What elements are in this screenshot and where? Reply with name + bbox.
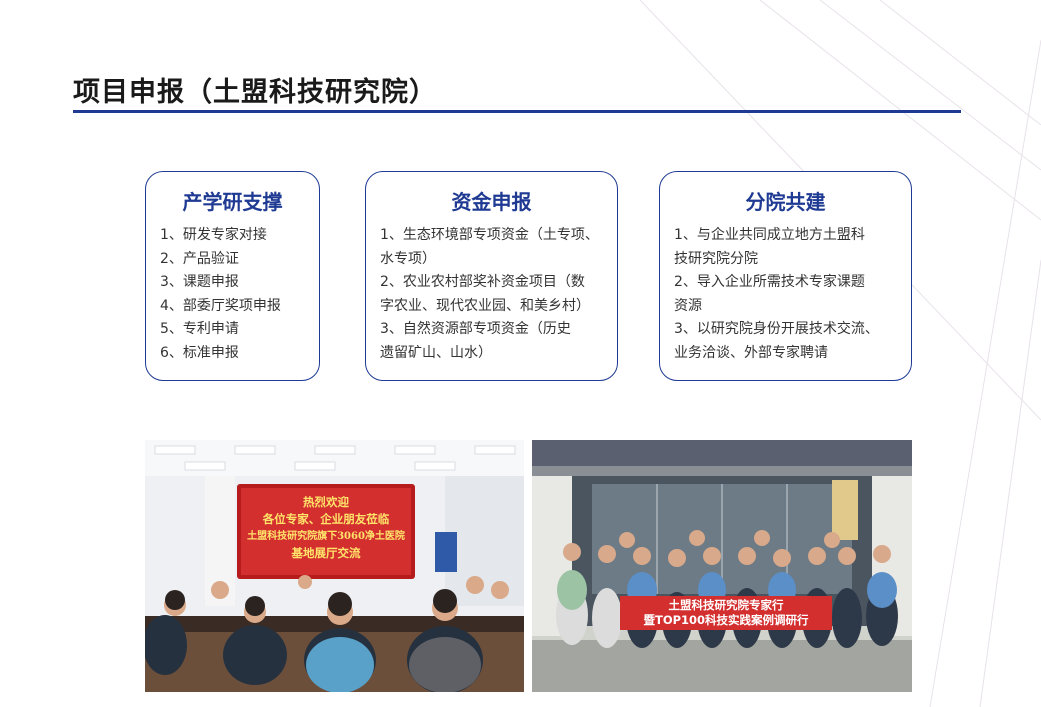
list-item: 5、专利申请 bbox=[160, 321, 239, 337]
list-item: 2、农业农村部奖补资金项目（数 bbox=[380, 274, 585, 290]
card-industry-research: 产学研支撑 1、研发专家对接 2、产品验证 3、课题申报 4、部委厅奖项申报 5… bbox=[145, 171, 320, 381]
card-funding-application: 资金申报 1、生态环境部专项资金（土专项、 水专项） 2、农业农村部奖补资金项目… bbox=[365, 171, 618, 381]
card-list: 1、研发专家对接 2、产品验证 3、课题申报 4、部委厅奖项申报 5、专利申请 … bbox=[146, 224, 319, 365]
card-title: 产学研支撑 bbox=[182, 190, 283, 214]
banner-line: 暨TOP100科技实践案例调研行 bbox=[643, 613, 809, 627]
card-title: 资金申报 bbox=[451, 190, 532, 214]
group-illustration bbox=[532, 440, 912, 692]
card-title: 分院共建 bbox=[745, 190, 826, 214]
group-photo: 土盟科技研究院专家行 暨TOP100科技实践案例调研行 bbox=[532, 440, 912, 692]
list-item: 字农业、现代农业园、和美乡村） bbox=[380, 297, 590, 314]
list-item: 4、部委厅奖项申报 bbox=[160, 297, 281, 314]
list-item: 水专项） bbox=[380, 250, 436, 267]
list-item: 3、自然资源部专项资金（历史 bbox=[380, 321, 571, 337]
list-item: 3、以研究院身份开展技术交流、 bbox=[674, 321, 879, 337]
list-item: 3、课题申报 bbox=[160, 274, 239, 290]
list-item: 2、产品验证 bbox=[160, 250, 239, 267]
page-title: 项目申报（土盟科技研究院） bbox=[73, 77, 437, 108]
list-item: 6、标准申报 bbox=[160, 344, 239, 361]
banner-line: 基地展厅交流 bbox=[291, 546, 361, 560]
list-item: 1、研发专家对接 bbox=[160, 227, 267, 243]
list-item: 遗留矿山、山水） bbox=[380, 344, 492, 361]
list-item: 1、与企业共同成立地方土盟科 bbox=[674, 227, 865, 243]
card-list: 1、生态环境部专项资金（土专项、 水专项） 2、农业农村部奖补资金项目（数 字农… bbox=[366, 224, 617, 365]
welcome-banner: 热烈欢迎 各位专家、企业朋友莅临 土盟科技研究院旗下3060净土医院 基地展厅交… bbox=[241, 494, 411, 562]
expert-trip-banner: 土盟科技研究院专家行 暨TOP100科技实践案例调研行 bbox=[620, 598, 832, 628]
banner-line: 土盟科技研究院旗下3060净土医院 bbox=[247, 531, 405, 542]
list-item: 业务洽谈、外部专家聘请 bbox=[674, 344, 828, 361]
list-item: 2、导入企业所需技术专家课题 bbox=[674, 274, 865, 290]
card-branch-cobuild: 分院共建 1、与企业共同成立地方土盟科 技研究院分院 2、导入企业所需技术专家课… bbox=[659, 171, 912, 381]
meeting-photo: 热烈欢迎 各位专家、企业朋友莅临 土盟科技研究院旗下3060净土医院 基地展厅交… bbox=[145, 440, 524, 692]
list-item: 技研究院分院 bbox=[674, 250, 758, 267]
meeting-illustration bbox=[145, 440, 524, 692]
banner-line: 热烈欢迎 bbox=[303, 495, 349, 509]
list-item: 1、生态环境部专项资金（土专项、 bbox=[380, 227, 599, 243]
banner-line: 土盟科技研究院专家行 bbox=[668, 598, 784, 612]
banner-line: 各位专家、企业朋友莅临 bbox=[262, 512, 390, 526]
card-list: 1、与企业共同成立地方土盟科 技研究院分院 2、导入企业所需技术专家课题 资源 … bbox=[660, 224, 911, 365]
list-item: 资源 bbox=[674, 297, 702, 314]
title-underline bbox=[73, 110, 961, 113]
